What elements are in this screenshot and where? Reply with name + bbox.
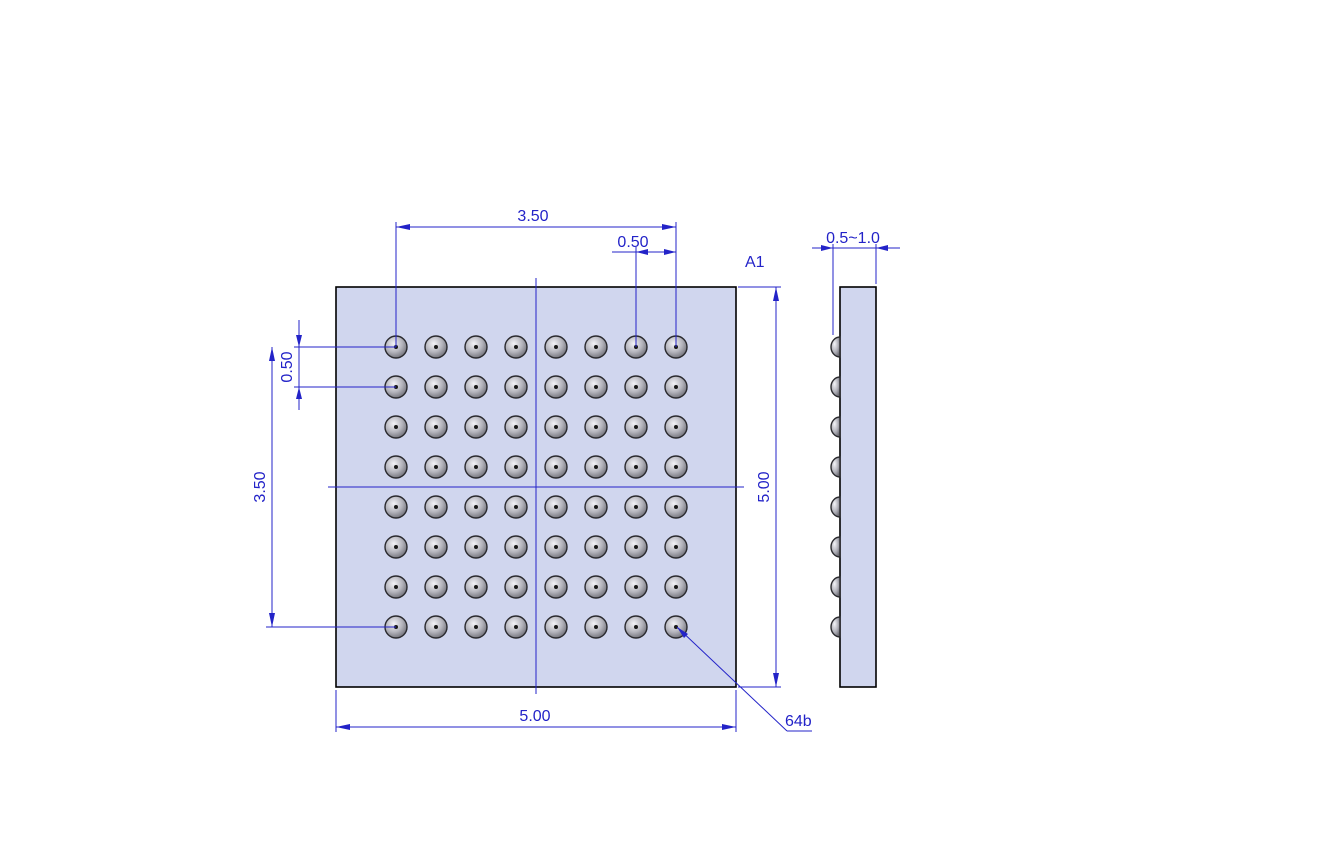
solder-ball xyxy=(384,535,408,559)
solder-ball xyxy=(384,495,408,519)
solder-ball xyxy=(424,495,448,519)
dimension-left-span: 3.50 xyxy=(252,347,396,628)
solder-ball xyxy=(544,455,568,479)
solder-ball xyxy=(624,575,648,599)
solder-ball xyxy=(504,495,528,519)
solder-ball xyxy=(424,535,448,559)
label-side-thickness: 0.5~1.0 xyxy=(826,230,880,247)
solder-ball xyxy=(384,455,408,479)
side-solder-ball xyxy=(830,336,841,358)
solder-ball xyxy=(624,415,648,439)
label-ball-count: 64b xyxy=(785,713,812,730)
solder-ball xyxy=(504,535,528,559)
side-solder-ball xyxy=(830,616,841,638)
dimension-top-pitch: 0.50 xyxy=(612,234,676,347)
solder-ball xyxy=(584,375,608,399)
solder-ball xyxy=(624,535,648,559)
pin-one-label: A1 xyxy=(745,254,765,271)
dimension-top-span: 3.50 xyxy=(395,208,677,347)
label-left-pitch: 0.50 xyxy=(279,351,296,382)
dimension-bottom-width: 5.00 xyxy=(335,690,737,732)
solder-ball xyxy=(664,535,688,559)
side-solder-ball xyxy=(830,456,841,478)
solder-ball xyxy=(624,495,648,519)
solder-ball xyxy=(504,455,528,479)
solder-ball xyxy=(584,455,608,479)
solder-ball xyxy=(504,415,528,439)
solder-ball xyxy=(544,575,568,599)
solder-ball xyxy=(664,415,688,439)
solder-ball xyxy=(664,575,688,599)
solder-ball xyxy=(504,575,528,599)
solder-ball xyxy=(624,615,648,639)
solder-ball xyxy=(464,615,488,639)
solder-ball xyxy=(464,455,488,479)
solder-ball xyxy=(464,335,488,359)
solder-ball xyxy=(624,455,648,479)
solder-ball xyxy=(584,415,608,439)
solder-ball xyxy=(424,415,448,439)
solder-ball xyxy=(664,495,688,519)
label-top-span: 3.50 xyxy=(517,208,548,225)
solder-ball xyxy=(584,615,608,639)
label-bottom-width: 5.00 xyxy=(519,708,550,725)
solder-ball xyxy=(584,575,608,599)
solder-ball xyxy=(544,615,568,639)
label-left-span: 3.50 xyxy=(252,471,269,502)
solder-ball xyxy=(584,535,608,559)
solder-ball xyxy=(424,375,448,399)
solder-ball xyxy=(464,535,488,559)
package-side-view xyxy=(839,286,877,688)
dimension-left-pitch: 0.50 xyxy=(279,320,396,410)
dimension-right-height: 5.00 xyxy=(738,286,781,688)
solder-ball xyxy=(664,375,688,399)
side-solder-ball xyxy=(830,376,841,398)
side-solder-ball xyxy=(830,536,841,558)
solder-ball xyxy=(424,575,448,599)
solder-ball xyxy=(424,335,448,359)
solder-ball xyxy=(544,415,568,439)
side-solder-ball xyxy=(830,576,841,598)
solder-ball xyxy=(464,415,488,439)
solder-ball xyxy=(584,495,608,519)
solder-ball xyxy=(584,335,608,359)
side-solder-ball xyxy=(830,416,841,438)
side-ball-column xyxy=(830,336,841,638)
solder-ball xyxy=(504,375,528,399)
ball-grid xyxy=(384,335,688,639)
solder-ball xyxy=(504,335,528,359)
label-right-height: 5.00 xyxy=(756,471,773,502)
solder-ball xyxy=(504,615,528,639)
solder-ball xyxy=(464,375,488,399)
label-top-pitch: 0.50 xyxy=(617,234,648,251)
leader-ball-count: 64b xyxy=(676,626,812,732)
solder-ball xyxy=(424,455,448,479)
dimension-side-thickness: 0.5~1.0 xyxy=(812,230,900,335)
solder-ball xyxy=(424,615,448,639)
solder-ball xyxy=(624,375,648,399)
solder-ball xyxy=(664,455,688,479)
solder-ball xyxy=(544,375,568,399)
solder-ball xyxy=(464,495,488,519)
solder-ball xyxy=(384,415,408,439)
solder-ball xyxy=(544,535,568,559)
solder-ball xyxy=(464,575,488,599)
solder-ball xyxy=(544,495,568,519)
solder-ball xyxy=(544,335,568,359)
side-solder-ball xyxy=(830,496,841,518)
solder-ball xyxy=(384,575,408,599)
